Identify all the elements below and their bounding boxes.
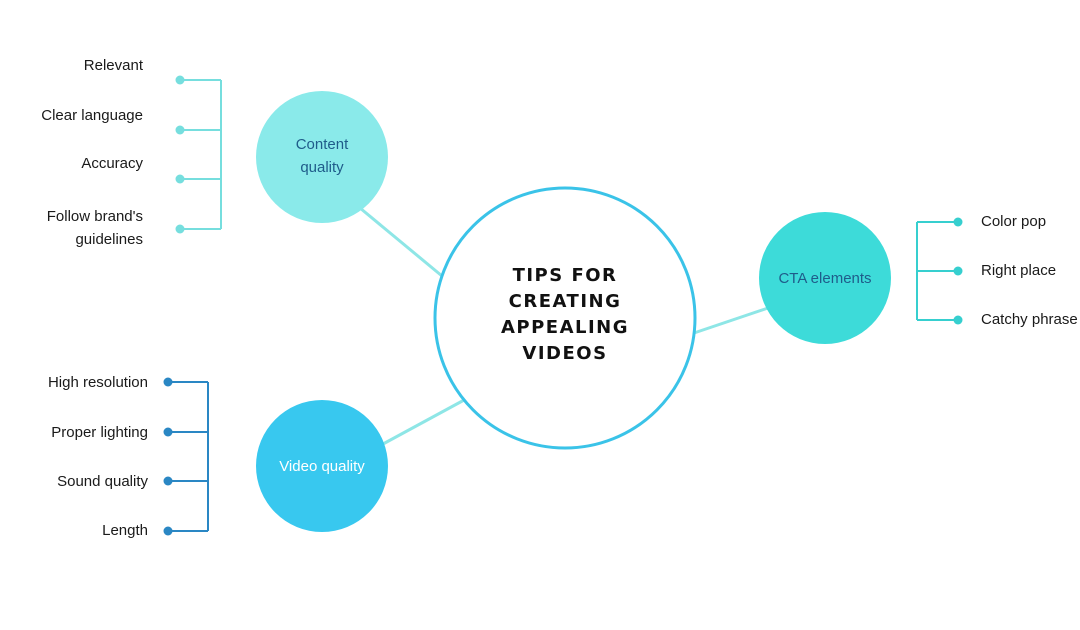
center-title: TIPS FOR CREATING APPEALING VIDEOS [470,263,660,367]
video-item-dot [163,427,173,437]
cta-item-label: Catchy phrase [981,311,1078,328]
connector-content-quality [359,206,443,278]
video-quality-label: Video quality [279,458,365,475]
content-item-dot [175,75,185,85]
center-node [433,186,697,450]
content-item-dot [175,125,185,135]
content-item-label-line: guidelines [75,231,143,248]
center-title-line: TIPS FOR [512,265,618,286]
cta-elements-label: CTA elements [778,270,872,287]
content-quality-label-line: Content [295,136,349,153]
content-item-dot [175,174,185,184]
video-item-label: Proper lighting [51,424,148,441]
cta-item-dot [953,315,963,325]
connector-video-quality [382,397,467,446]
video-item-dot [163,377,173,387]
content-item-dot [175,224,185,234]
content-quality-branch [175,75,222,234]
video-item-dot [163,476,173,486]
video-item-label: Sound quality [57,473,148,490]
video-item-label: Length [102,522,148,539]
cta-item-dot [953,217,963,227]
cta-item-label: Right place [981,262,1057,279]
content-item-label-multiline: Follow brand's guidelines [47,205,143,251]
video-quality-branch [163,377,209,536]
content-quality-node [256,91,388,223]
center-title-line: VIDEOS [522,343,608,364]
content-item-label: Accuracy [81,155,143,172]
content-quality-label-line: quality [300,159,344,176]
video-quality-node [256,400,388,532]
cta-elements-node [759,212,891,344]
content-quality-label: Content quality [262,133,382,179]
center-title-line: APPEALING [500,317,630,338]
connector-cta-elements [693,306,769,335]
video-item-dot [163,526,173,536]
video-item-label: High resolution [47,374,148,391]
cta-item-label: Color pop [981,213,1047,230]
content-item-label-line: Follow brand's [46,208,143,225]
content-item-label: Relevant [83,57,143,74]
cta-elements-branch [916,217,963,325]
center-title-line: CREATING [508,291,622,312]
content-item-label: Clear language [41,107,143,124]
cta-item-dot [953,266,963,276]
